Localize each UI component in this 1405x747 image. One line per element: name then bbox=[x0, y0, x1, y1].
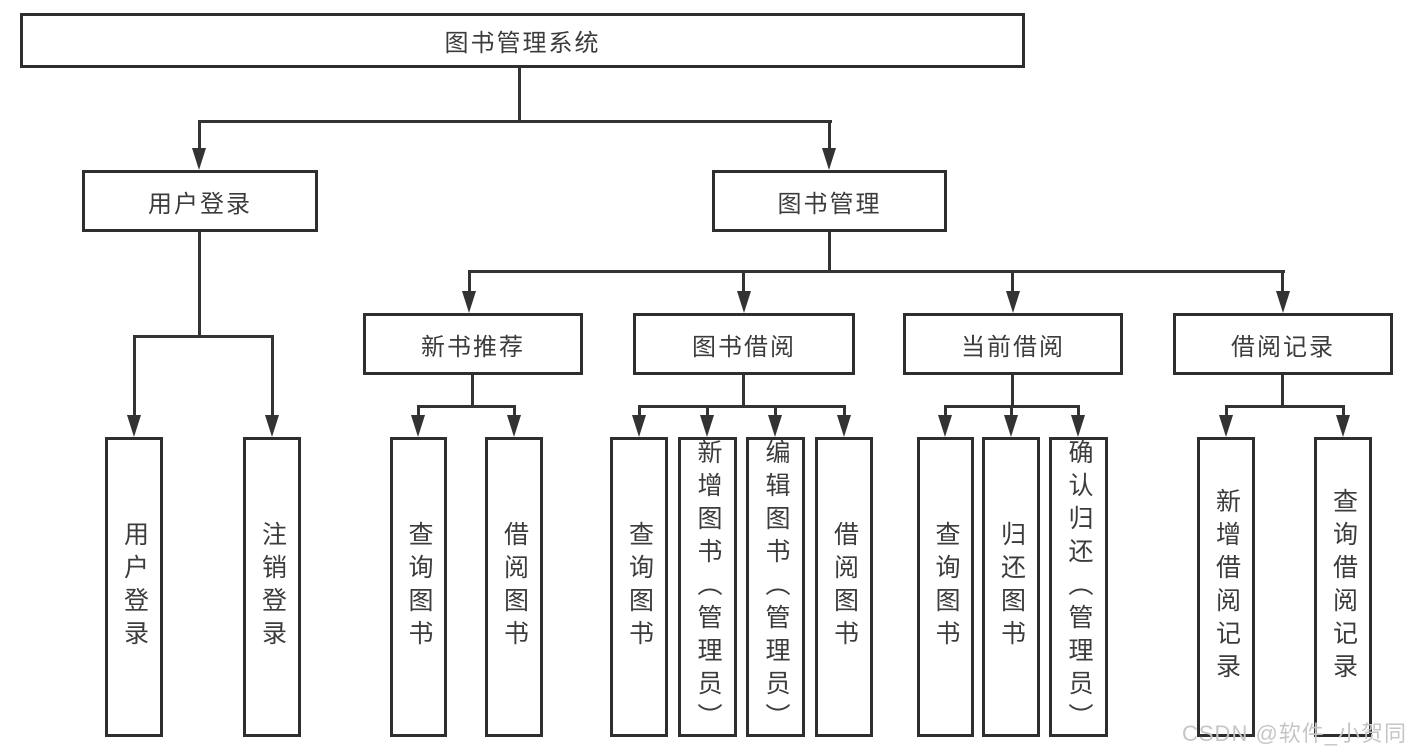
arrow-down-icon bbox=[1006, 291, 1020, 313]
leaf-user-login: 用户登录 bbox=[105, 437, 163, 737]
leaf-label: 归还图书 bbox=[997, 521, 1026, 653]
node-library-system: 图书管理系统 bbox=[20, 13, 1025, 68]
connector-stem bbox=[468, 270, 471, 291]
connector-stem bbox=[471, 375, 474, 405]
connector-stem bbox=[1281, 375, 1284, 405]
leaf-label: 借阅图书 bbox=[500, 521, 529, 653]
arrow-down-icon bbox=[768, 415, 782, 437]
leaf-br-add-borrow-record: 新增借阅记录 bbox=[1197, 437, 1255, 737]
node-book-management: 图书管理 bbox=[712, 170, 947, 232]
connector-stem bbox=[1077, 405, 1080, 415]
node-new-book-recommend: 新书推荐 bbox=[363, 313, 583, 375]
arrow-down-icon bbox=[1336, 415, 1350, 437]
arrow-down-icon bbox=[632, 415, 646, 437]
node-label: 图书管理系统 bbox=[444, 30, 601, 57]
leaf-br-query-borrow-record: 查询借阅记录 bbox=[1314, 437, 1372, 737]
connector-stem bbox=[1010, 405, 1013, 415]
leaf-label: 新增图书（管理员） bbox=[694, 438, 722, 736]
arrow-down-icon bbox=[1276, 291, 1290, 313]
arrow-down-icon bbox=[837, 415, 851, 437]
connector-stem bbox=[706, 405, 709, 415]
connector-user-login-stem bbox=[198, 232, 201, 335]
leaf-bb-query-book: 查询图书 bbox=[610, 437, 668, 737]
arrow-down-icon bbox=[737, 291, 751, 313]
connector-stem bbox=[513, 405, 516, 415]
connector-stem bbox=[417, 405, 420, 415]
connector-book-mgmt-stem bbox=[828, 232, 831, 270]
node-book-borrow: 图书借阅 bbox=[633, 313, 855, 375]
connector-stem bbox=[198, 120, 201, 148]
leaf-label: 查询图书 bbox=[932, 521, 960, 653]
node-label: 图书借阅 bbox=[692, 333, 796, 361]
leaf-label: 编辑图书（管理员） bbox=[762, 438, 790, 736]
leaf-label: 查询借阅记录 bbox=[1329, 488, 1358, 686]
node-borrow-record: 借阅记录 bbox=[1173, 313, 1393, 375]
connector-stem bbox=[1011, 270, 1014, 291]
arrow-down-icon bbox=[1219, 415, 1233, 437]
leaf-label: 借阅图书 bbox=[830, 521, 859, 653]
node-label: 当前借阅 bbox=[961, 333, 1065, 361]
connector-stem bbox=[133, 335, 136, 415]
connector-stem bbox=[843, 405, 846, 415]
arrow-down-icon bbox=[700, 415, 714, 437]
connector-stem bbox=[774, 405, 777, 415]
connector-root-stem bbox=[518, 68, 521, 121]
leaf-label: 新增借阅记录 bbox=[1212, 488, 1241, 686]
connector-stem bbox=[742, 375, 745, 405]
node-label: 图书管理 bbox=[777, 190, 882, 218]
leaf-logout-login: 注销登录 bbox=[243, 437, 301, 737]
csdn-watermark: CSDN @软件_小贺同学 bbox=[1182, 721, 1405, 746]
connector-stem bbox=[1281, 270, 1284, 291]
connector-stem bbox=[1225, 405, 1228, 415]
arrow-down-icon bbox=[192, 148, 206, 170]
node-current-borrow: 当前借阅 bbox=[903, 313, 1123, 375]
leaf-label: 查询图书 bbox=[625, 521, 654, 653]
node-user-login: 用户登录 bbox=[82, 170, 318, 232]
connector-rail bbox=[638, 405, 845, 408]
leaf-cb-confirm-return-admin: 确认归还（管理员） bbox=[1049, 437, 1108, 737]
arrow-down-icon bbox=[462, 291, 476, 313]
leaf-bb-add-book-admin: 新增图书（管理员） bbox=[678, 437, 737, 737]
arrow-down-icon bbox=[1071, 415, 1085, 437]
connector-stem bbox=[742, 270, 745, 291]
leaf-label: 确认归还（管理员） bbox=[1065, 438, 1093, 736]
leaf-bb-edit-book-admin: 编辑图书（管理员） bbox=[746, 437, 805, 737]
connector-stem bbox=[1011, 375, 1014, 405]
node-label: 借阅记录 bbox=[1231, 333, 1335, 361]
leaf-cb-return-book: 归还图书 bbox=[982, 437, 1040, 737]
connector-book-mgmt-rail bbox=[468, 270, 1285, 273]
arrow-down-icon bbox=[411, 415, 425, 437]
arrow-down-icon bbox=[127, 415, 141, 437]
leaf-nb-borrow-book: 借阅图书 bbox=[485, 437, 543, 737]
node-label: 新书推荐 bbox=[421, 333, 525, 361]
connector-rail bbox=[417, 405, 516, 408]
node-label: 用户登录 bbox=[148, 190, 252, 218]
connector-stem bbox=[638, 405, 641, 415]
leaf-label: 查询图书 bbox=[405, 521, 433, 653]
leaf-cb-query-book: 查询图书 bbox=[917, 437, 974, 737]
connector-stem bbox=[1342, 405, 1345, 415]
connector-stem bbox=[271, 335, 274, 415]
leaf-label: 注销登录 bbox=[258, 521, 287, 653]
connector-user-login-rail bbox=[133, 335, 274, 338]
arrow-down-icon bbox=[1004, 415, 1018, 437]
leaf-nb-query-book: 查询图书 bbox=[390, 437, 447, 737]
connector-rail bbox=[1225, 405, 1344, 408]
leaf-label: 用户登录 bbox=[120, 521, 149, 653]
connector-root-rail bbox=[198, 120, 832, 123]
connector-stem bbox=[944, 405, 947, 415]
arrow-down-icon bbox=[938, 415, 952, 437]
arrow-down-icon bbox=[265, 415, 279, 437]
arrow-down-icon bbox=[507, 415, 521, 437]
arrow-down-icon bbox=[822, 148, 836, 170]
connector-stem bbox=[828, 120, 831, 148]
leaf-bb-borrow-book: 借阅图书 bbox=[815, 437, 873, 737]
